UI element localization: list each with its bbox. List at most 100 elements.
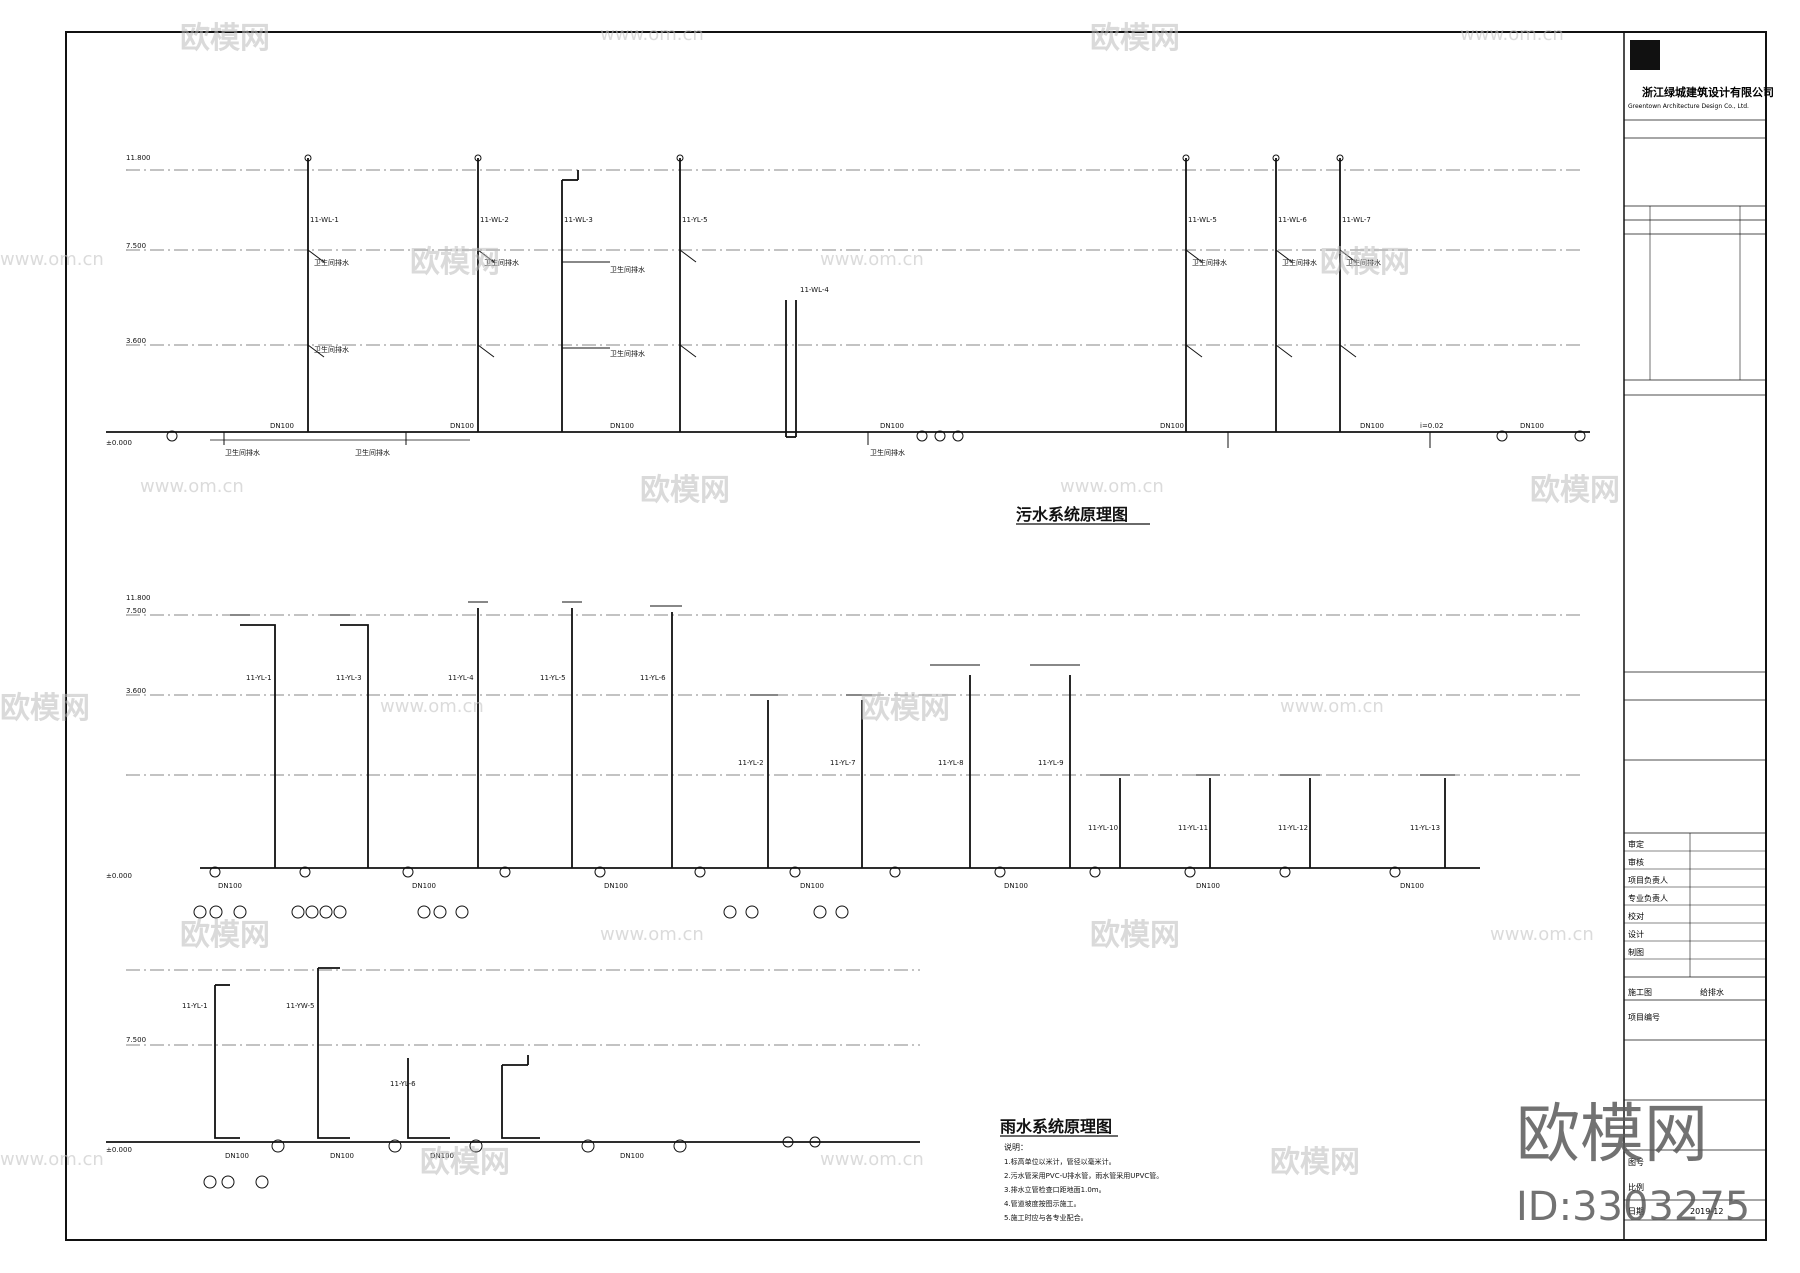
pipe-dn-label: DN100: [430, 1152, 454, 1160]
pipe-dn-label: DN100: [1196, 882, 1220, 890]
rain-pipe-label: 11-YL-10: [1088, 824, 1118, 832]
tb-date-label: 日期: [1628, 1207, 1644, 1216]
level-l2: 7.500: [126, 607, 146, 615]
watermark-url: www.om.cn: [600, 924, 704, 945]
pipe-dn-label: DN100: [880, 422, 904, 430]
level-l1: 3.600: [126, 337, 146, 345]
rain-pipe-label: 11-YL-9: [1038, 759, 1064, 767]
watermark-url: www.om.cn: [140, 476, 244, 497]
watermark-text: 欧模网: [180, 918, 270, 953]
watermark-text: 欧模网: [640, 473, 730, 508]
company-name: 浙江绿城建筑设计有限公司: [1642, 85, 1774, 99]
sewage-pipe-label: 11-WL-3: [564, 216, 593, 224]
note-line: 2.污水管采用PVC-U排水管，雨水管采用UPVC管。: [1004, 1171, 1163, 1180]
pipe-dn-label: DN100: [1400, 882, 1424, 890]
watermark-url: www.om.cn: [380, 696, 484, 717]
company-name-en: Greentown Architecture Design Co., Ltd.: [1628, 103, 1749, 110]
watermark-text: 欧模网: [0, 691, 90, 726]
pipe-dn-label: DN100: [1360, 422, 1384, 430]
sewage-diagram: [106, 154, 1590, 448]
watermark-url: www.om.cn: [1060, 476, 1164, 497]
rain-pipe-label: 11-YL-11: [1178, 824, 1208, 832]
rain-lower-labels: 7.500 ±0.000 11-YL-1 11-YW-5 11-YL-6 DN1…: [106, 1002, 1163, 1222]
tb-row-4: 校对: [1628, 911, 1644, 921]
tb-row-5: 设计: [1628, 929, 1644, 939]
sewage-labels: 11.800 7.500 3.600 ±0.000 11-WL-1 11-WL-…: [106, 154, 1544, 524]
rain-diagram: [126, 601, 1580, 919]
pipe-dn-label: DN100: [270, 422, 294, 430]
tb-discipline: 给排水: [1700, 987, 1724, 997]
rain-pipe-label: 11-YL-6: [390, 1080, 416, 1088]
notes-heading: 说明：: [1004, 1142, 1028, 1152]
pipe-dn-label: DN100: [1004, 882, 1028, 890]
rain-labels: 11.800 7.500 3.600 ±0.000 11-YL-1 11-YL-…: [106, 594, 1440, 890]
tb-row-0: 审定: [1628, 839, 1644, 849]
level-l2: 7.500: [126, 242, 146, 250]
watermark-text: 欧模网: [1530, 473, 1620, 508]
pipe-dn-label: DN100: [450, 422, 474, 430]
pipe-dn-label: DN100: [225, 1152, 249, 1160]
fixture-label: 卫生间排水: [610, 265, 645, 274]
pipe-dn-label: DN100: [1520, 422, 1544, 430]
sewage-title: 污水系统原理图: [1016, 505, 1128, 524]
note-line: 5.施工时应与各专业配合。: [1004, 1213, 1088, 1222]
fixture-label: 卫生间排水: [1346, 258, 1381, 267]
sewage-pipe-label: 11-WL-2: [480, 216, 509, 224]
sewage-pipe-label: 11-WL-1: [310, 216, 339, 224]
watermark-text: 欧模网: [1320, 245, 1410, 280]
pipe-dn-label: DN100: [1160, 422, 1184, 430]
rain-pipe-label: 11-YL-6: [640, 674, 666, 682]
pipe-dn-label: DN100: [610, 422, 634, 430]
rain-title: 雨水系统原理图: [1000, 1117, 1112, 1136]
watermark-id: ID:3303275: [1516, 1184, 1750, 1230]
pipe-dn-label: DN100: [412, 882, 436, 890]
level-l1: 3.600: [126, 687, 146, 695]
level-roof: 11.800: [126, 154, 151, 162]
watermark-text: 欧模网: [860, 691, 950, 726]
pipe-dn-label: DN100: [800, 882, 824, 890]
sewage-pipe-label: 11-WL-7: [1342, 216, 1371, 224]
rain-pipe-label: 11-YW-5: [286, 1002, 315, 1010]
fixture-label: 卫生间排水: [314, 345, 349, 354]
watermark-url: www.om.cn: [0, 249, 104, 270]
pipe-dn-label: DN100: [604, 882, 628, 890]
watermarks: 欧模网 www.om.cn 欧模网 www.om.cn www.om.cn 欧模…: [0, 21, 1750, 1230]
fixture-label: 卫生间排水: [355, 448, 390, 457]
fixture-label: 卫生间排水: [870, 448, 905, 457]
tb-scale-label: 比例: [1628, 1182, 1644, 1192]
tb-stage: 施工图: [1628, 987, 1652, 997]
sewage-pipe-label: 11-WL-4: [800, 286, 829, 294]
company-logo: [1630, 40, 1660, 70]
level-l2: 7.500: [126, 1036, 146, 1044]
fixture-label: 卫生间排水: [225, 448, 260, 457]
level-ground: ±0.000: [106, 1146, 132, 1154]
fixture-label: 卫生间排水: [1192, 258, 1227, 267]
watermark-url: www.om.cn: [600, 24, 704, 45]
watermark-url: www.om.cn: [0, 1149, 104, 1170]
watermark-logo-text: 欧模网: [1516, 1098, 1708, 1172]
fixture-label: 卫生间排水: [314, 258, 349, 267]
watermark-url: www.om.cn: [1280, 696, 1384, 717]
rain-pipe-label: 11-YL-5: [540, 674, 566, 682]
tb-row-3: 专业负责人: [1628, 893, 1668, 903]
rain-pipe-label: 11-YL-1: [182, 1002, 208, 1010]
note-line: 3.排水立管检查口距地面1.0m。: [1004, 1185, 1106, 1194]
level-ground: ±0.000: [106, 439, 132, 447]
tb-row-1: 审核: [1628, 857, 1644, 867]
sewage-pipe-label: 11-YL-5: [682, 216, 708, 224]
rain-pipe-label: 11-YL-13: [1410, 824, 1440, 832]
pipe-dn-label: DN100: [330, 1152, 354, 1160]
note-line: 1.标高单位以米计，管径以毫米计。: [1004, 1157, 1116, 1166]
watermark-url: www.om.cn: [1490, 924, 1594, 945]
rain-pipe-label: 11-YL-7: [830, 759, 856, 767]
slope-label: i=0.02: [1420, 422, 1443, 430]
watermark-text: 欧模网: [1090, 918, 1180, 953]
title-block: 浙江绿城建筑设计有限公司 Greentown Architecture Desi…: [1624, 40, 1774, 1221]
level-ground: ±0.000: [106, 872, 132, 880]
rain-pipe-label: 11-YL-8: [938, 759, 964, 767]
outer-frame: [65, 31, 1767, 1241]
sewage-pipe-label: 11-WL-5: [1188, 216, 1217, 224]
watermark-text: 欧模网: [1090, 21, 1180, 56]
watermark-text: 欧模网: [180, 21, 270, 56]
